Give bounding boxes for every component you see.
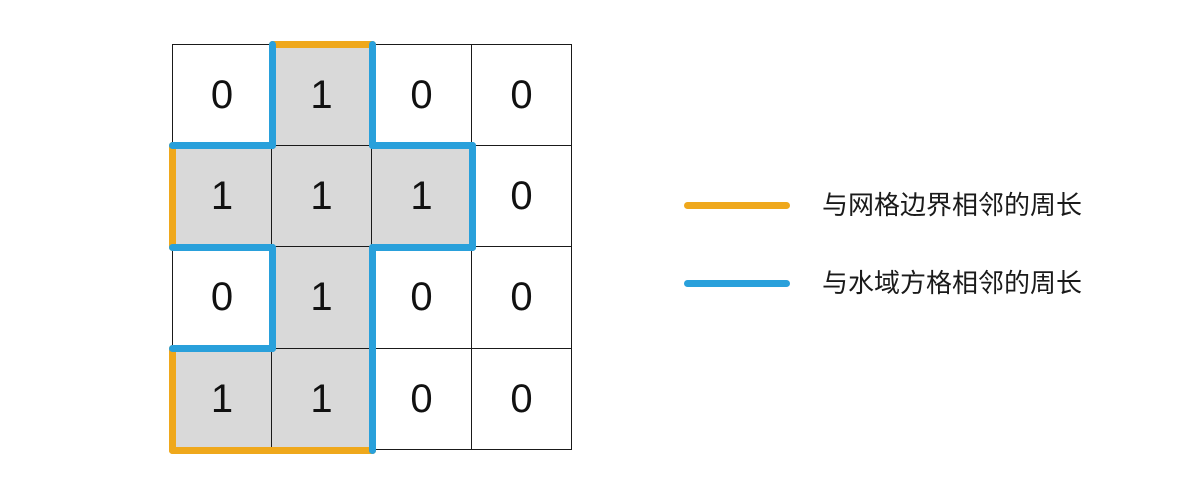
legend-swatch-water [684,280,790,287]
legend-item-water: 与水域方格相邻的周长 [684,256,1114,334]
grid-cell-value: 1 [210,173,234,218]
grid-cell-value: 1 [310,275,333,320]
grid-cell-value: 0 [210,275,234,320]
grid-cell-value: 1 [210,376,234,421]
grid-cell: 0 [472,348,572,450]
grid-cells: 0 1 0 0 1 1 1 0 0 1 0 0 1 1 0 0 [172,44,572,450]
legend-label-water: 与水域方格相邻的周长 [822,268,1083,298]
grid-cell-value: 0 [510,72,533,117]
grid-cell-value: 0 [410,376,433,421]
grid-cell: 0 [172,247,272,349]
grid-cell: 1 [272,348,372,450]
grid-cell: 1 [272,145,372,247]
legend-swatch-boundary [684,202,790,209]
grid-cell: 0 [472,247,572,349]
grid-cell: 1 [172,145,272,247]
grid-cell: 1 [372,145,472,247]
grid-cell-value: 0 [410,72,433,117]
island-grid: 0 1 0 0 1 1 1 0 0 1 0 0 1 1 0 0 [168,40,572,454]
legend-item-boundary: 与网格边界相邻的周长 [684,178,1114,256]
grid-cell: 1 [272,247,372,349]
grid-cell-value: 1 [310,173,333,218]
grid-cell-value: 0 [510,173,533,218]
legend-label-boundary: 与网格边界相邻的周长 [822,190,1083,220]
grid-cell-value: 0 [510,275,533,320]
grid-cell: 1 [272,44,372,146]
grid-cell-value: 1 [310,376,333,421]
grid-cell-value: 1 [410,173,433,218]
legend: 与网格边界相邻的周长与水域方格相邻的周长 [684,178,1114,334]
grid-cell: 0 [372,348,472,450]
grid-cell-value: 0 [510,376,533,421]
grid-cell-value: 0 [410,275,433,320]
grid-cell-value: 0 [210,72,234,117]
grid-cell: 0 [172,44,272,146]
grid-cell: 0 [472,145,572,247]
grid-cell: 0 [472,44,572,146]
grid-cell: 1 [172,348,272,450]
grid-cell-value: 1 [310,72,333,117]
grid-cell: 0 [372,247,472,349]
grid-cell: 0 [372,44,472,146]
